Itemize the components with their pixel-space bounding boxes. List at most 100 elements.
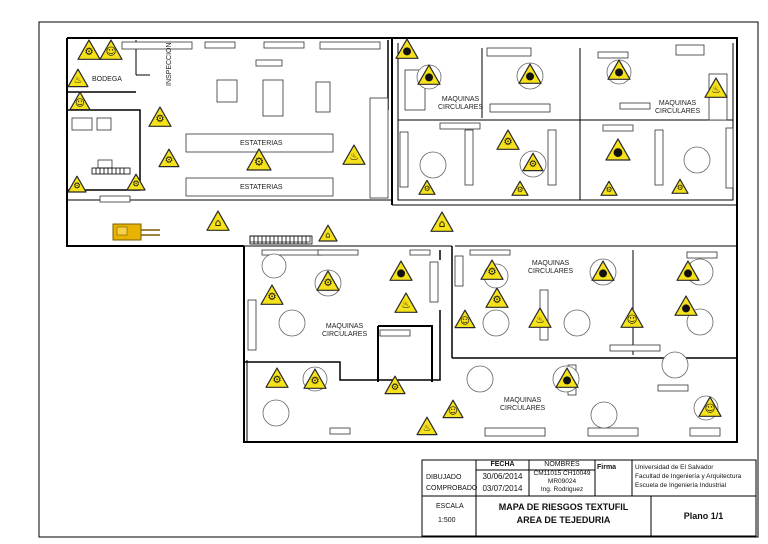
circle-hazard-sign-shape — [676, 260, 700, 281]
fire-hazard-icon: ♨ — [401, 299, 410, 311]
worker-hazard-sign-shape — [454, 309, 476, 329]
machine-hazard-icon: ⚙ — [267, 291, 276, 303]
fire-hazard-icon: ♨ — [74, 75, 83, 86]
stairs — [91, 167, 313, 245]
map-title: MAPA DE RIESGOS TEXTUFIL — [498, 502, 629, 512]
circle-hazard-sign: ● — [607, 59, 631, 80]
tb-universidad: Universidad de El Salvador Facultad de I… — [635, 464, 742, 489]
worker-hazard-sign-shape — [99, 39, 123, 60]
tb-dibujado: DIBUJADO — [426, 474, 462, 481]
machine-hazard-sign: ⚙ — [316, 270, 340, 291]
machine-hazard-icon: ⚙ — [529, 159, 538, 170]
circle-hazard-icon: ● — [562, 374, 571, 386]
tb-plano: Plano 1/1 — [683, 511, 724, 521]
machine-hazard-sign-shape — [485, 287, 509, 308]
machine-hazard-sign: ⚙ — [158, 148, 180, 168]
machine-hazard-sign-shape — [522, 152, 544, 172]
machine-hazard-icon: ⚙ — [677, 183, 684, 192]
machine-hazard-sign-shape — [418, 179, 436, 195]
machine-hazard-sign-shape — [316, 270, 340, 291]
label-bodega: BODEGA — [92, 76, 122, 83]
title-block — [421, 459, 757, 537]
hazard-signs: ⚙☺♨☺⚙⚙⚙♨⚙⚙⌂⌂●●●●♨⚙⚙●⚙⚙⚙⚙⌂●⚙⚙●●⚙♨⚙☺♨☺●⚙⚙⚙… — [67, 38, 728, 436]
machine-hazard-sign-shape — [511, 180, 529, 196]
machine-hazard-icon: ⚙ — [254, 154, 264, 168]
forklift-hazard-sign: ⌂ — [318, 224, 338, 242]
fire-hazard-icon: ♨ — [711, 84, 720, 96]
machine-hazard-icon: ⚙ — [424, 184, 431, 193]
machine-hazard-icon: ⚙ — [272, 374, 281, 386]
circle-hazard-icon: ● — [402, 45, 411, 57]
circle-hazard-sign: ● — [676, 260, 700, 281]
fire-hazard-sign-shape — [394, 292, 418, 313]
circle-hazard-sign: ● — [395, 38, 419, 59]
label-estaterias-1: ESTATERIAS — [240, 140, 283, 147]
machine-hazard-sign-shape — [303, 368, 327, 389]
label-estaterias-2: ESTATERIAS — [240, 184, 283, 191]
forklift-hazard-sign-shape — [318, 224, 338, 242]
worker-hazard-sign-shape — [620, 307, 644, 328]
machine-hazard-sign-shape — [246, 148, 272, 171]
machine-hazard-sign: ⚙ — [260, 284, 284, 305]
worker-hazard-sign-shape — [69, 91, 91, 111]
circle-hazard-icon: ● — [424, 71, 433, 83]
machine-hazard-sign-shape — [600, 180, 618, 196]
machine-hazard-sign-shape — [148, 106, 172, 127]
machine-hazard-sign: ⚙ — [246, 148, 272, 171]
worker-hazard-icon: ☺ — [106, 46, 117, 58]
machine-hazard-icon: ⚙ — [492, 294, 501, 306]
fire-hazard-icon: ♨ — [535, 314, 544, 326]
tb-nombres-label: NOMBRES — [544, 461, 580, 468]
worker-hazard-sign-shape — [442, 399, 464, 419]
circle-hazard-sign-shape — [389, 260, 413, 281]
machine-hazard-icon: ⚙ — [132, 180, 140, 190]
forklift-hazard-sign: ⌂ — [206, 210, 230, 231]
circle-hazard-sign: ● — [674, 295, 698, 316]
machine-hazard-sign: ⚙ — [265, 367, 289, 388]
circle-hazard-sign-shape — [674, 295, 698, 316]
circle-hazard-sign-shape — [417, 64, 441, 85]
tb-firma-label: Firma — [597, 464, 617, 471]
circle-hazard-icon: ● — [613, 144, 623, 158]
machine-hazard-sign: ⚙ — [480, 259, 504, 280]
circle-hazard-icon: ● — [681, 302, 690, 314]
machine-hazard-icon: ⚙ — [391, 382, 400, 393]
worker-hazard-icon: ☺ — [627, 314, 638, 326]
circle-hazard-sign: ● — [591, 260, 615, 281]
machine-hazard-sign: ⚙ — [303, 368, 327, 389]
machine-hazard-sign-shape — [77, 39, 101, 60]
fire-hazard-sign-shape — [704, 77, 728, 98]
machine-hazard-sign-shape — [265, 367, 289, 388]
machine-hazard-sign-shape — [67, 175, 87, 193]
machine-hazard-sign: ⚙ — [496, 129, 520, 150]
machine-hazard-sign-shape — [496, 129, 520, 150]
tb-comprobado: COMPROBADO — [426, 485, 478, 492]
fire-hazard-sign: ♨ — [67, 68, 89, 88]
circle-hazard-icon: ● — [683, 267, 692, 279]
machine-hazard-icon: ⚙ — [487, 266, 496, 278]
worker-hazard-sign-shape — [698, 396, 722, 417]
worker-hazard-icon: ☺ — [448, 406, 458, 417]
label-inspeccion: INSPECCION — [166, 42, 173, 86]
machine-hazard-sign: ⚙ — [418, 179, 436, 195]
circle-hazard-sign: ● — [518, 63, 542, 84]
machine-hazard-sign-shape — [260, 284, 284, 305]
machine-hazard-icon: ⚙ — [165, 155, 174, 166]
circle-hazard-sign-shape — [555, 367, 579, 388]
circle-hazard-sign-shape — [591, 260, 615, 281]
machine-hazard-icon: ⚙ — [155, 113, 164, 125]
circle-hazard-icon: ● — [396, 267, 405, 279]
machine-hazard-icon: ⚙ — [503, 136, 512, 148]
machine-hazard-sign: ⚙ — [485, 287, 509, 308]
worker-hazard-sign: ☺ — [99, 39, 123, 60]
circle-hazard-sign: ● — [417, 64, 441, 85]
machine-hazard-sign: ⚙ — [511, 180, 529, 196]
fire-hazard-sign-shape — [342, 144, 366, 165]
tb-fecha-1: 30/06/2014 — [482, 472, 523, 481]
worker-hazard-sign: ☺ — [454, 309, 476, 329]
